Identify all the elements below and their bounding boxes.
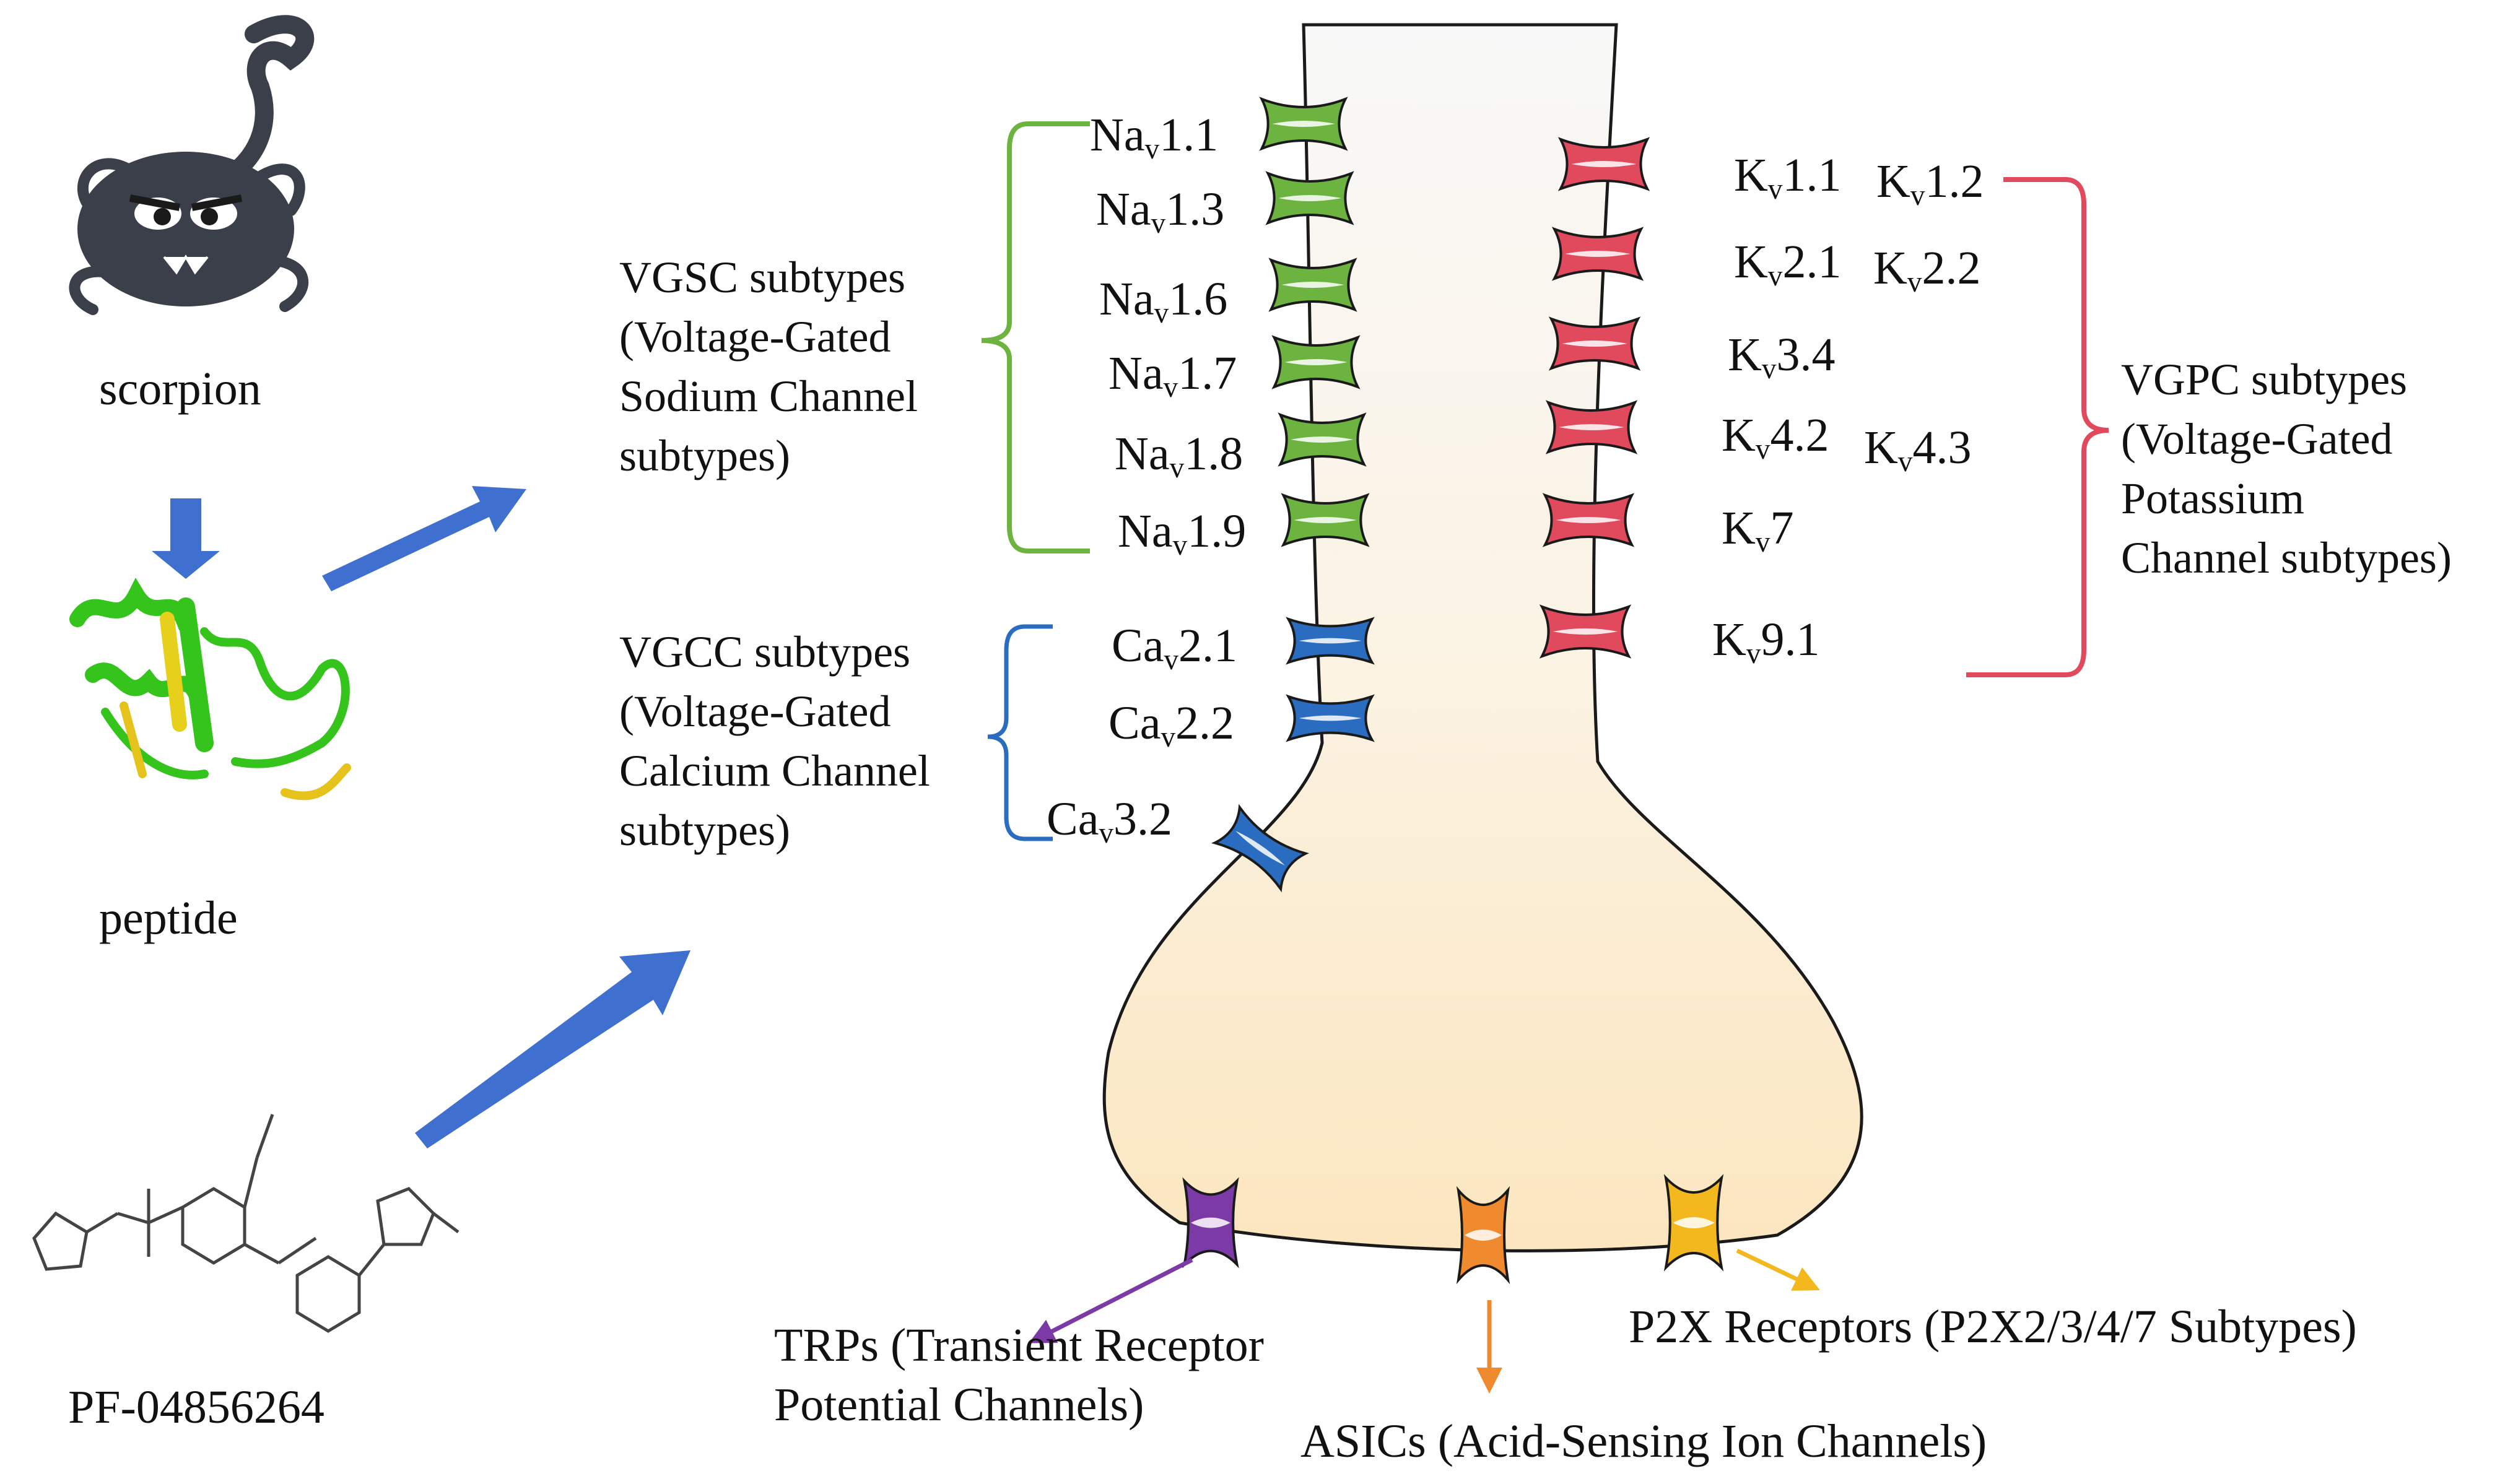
p2x-caption: P2X Receptors (P2X2/3/4/7 Subtypes) [1629,1301,2357,1353]
asic-channel [1456,1186,1510,1285]
trp-caption: TRPs (Transient Receptor Potential Chann… [774,1316,1264,1434]
compound-to-vgcc-arrow [415,950,690,1148]
nav-label: Nav1.3 [1096,183,1225,240]
kv-channel [1542,493,1635,547]
nav-label: Nav1.1 [1090,109,1219,166]
trp-channel [1182,1177,1239,1269]
scorpion-illustration [69,15,315,315]
compound-structure [32,1114,459,1333]
kv-label: Kv4.3 [1864,422,1972,479]
vgsc-title-line: (Voltage-Gated [619,312,891,362]
vgcc-title-line: subtypes) [619,805,790,855]
vgpc-bracket [1966,177,2109,677]
vgsc-title-line: Sodium Channel [619,371,918,421]
kv-label: Kv1.1 [1734,149,1842,206]
trp-arrow [1029,1257,1193,1343]
nav-label: Nav1.7 [1108,347,1237,404]
kv-label: Kv9.1 [1712,614,1820,670]
nav-channel [1271,335,1361,389]
vgpc-title-line: Channel subtypes) [2121,533,2452,583]
peptide-label: peptide [99,892,238,944]
nav-channel [1281,493,1370,547]
vgcc-title-line: VGCC subtypes [619,627,911,677]
p2x-arrow [1736,1248,1820,1291]
p2x-channel [1663,1174,1724,1272]
peptide-illustration [69,578,351,801]
vgcc-title-line: (Voltage-Gated [619,687,891,736]
cav-channel [1211,804,1309,893]
vgcc-title-line: Calcium Channel [619,746,930,796]
nav-channel [1278,412,1367,467]
scorpion-label: scorpion [99,363,261,415]
vgpc-title-line: VGPC subtypes [2121,355,2408,404]
vgsc-title: VGSC subtypes (Voltage-Gated Sodium Chan… [619,248,918,485]
nav-channel [1268,258,1357,312]
kv-label: Kv3.4 [1728,329,1836,386]
cav-label: Cav2.2 [1108,697,1234,754]
scorpion-to-peptide-arrow [152,498,220,579]
vgpc-title: VGPC subtypes (Voltage-Gated Potassium C… [2121,350,2452,588]
vgcc-title: VGCC subtypes (Voltage-Gated Calcium Cha… [619,622,930,860]
kv-label: Kv4.2 [1722,409,1829,466]
nav-channel [1259,97,1348,151]
kv-label: Kv1.2 [1876,155,1984,212]
kv-channel [1557,137,1650,191]
cav-channel [1286,694,1375,742]
kv-label: Kv2.2 [1873,242,1981,299]
kv-channel [1539,604,1632,659]
vgpc-title-line: (Voltage-Gated [2121,414,2393,464]
cav-channel [1286,617,1375,665]
kv-label: Kv2.1 [1734,236,1842,293]
vgsc-title-line: VGSC subtypes [619,253,906,302]
nav-label: Nav1.6 [1099,273,1228,330]
kv-channel [1551,227,1644,281]
kv-channel [1548,316,1641,371]
nav-label: Nav1.9 [1118,505,1247,562]
kv-channel [1545,400,1638,454]
cav-label: Cav2.1 [1112,620,1237,677]
vgsc-bracket [981,121,1090,553]
vgsc-title-line: subtypes) [619,431,790,480]
trp-caption-line: Potential Channels) [774,1379,1144,1431]
nav-channel [1265,171,1354,225]
vgcc-bracket [987,624,1053,841]
kv-label: Kv7 [1722,502,1794,559]
asic-caption: ASICs (Acid-Sensing Ion Channels) [1300,1415,1987,1467]
compound-label: PF-04856264 [68,1381,324,1433]
cav-label: Cav3.2 [1047,793,1172,850]
peptide-to-vgsc-arrow [322,486,526,591]
nav-label: Nav1.8 [1115,428,1243,485]
trp-caption-line: TRPs (Transient Receptor [774,1319,1264,1371]
vgpc-title-line: Potassium [2121,474,2305,523]
